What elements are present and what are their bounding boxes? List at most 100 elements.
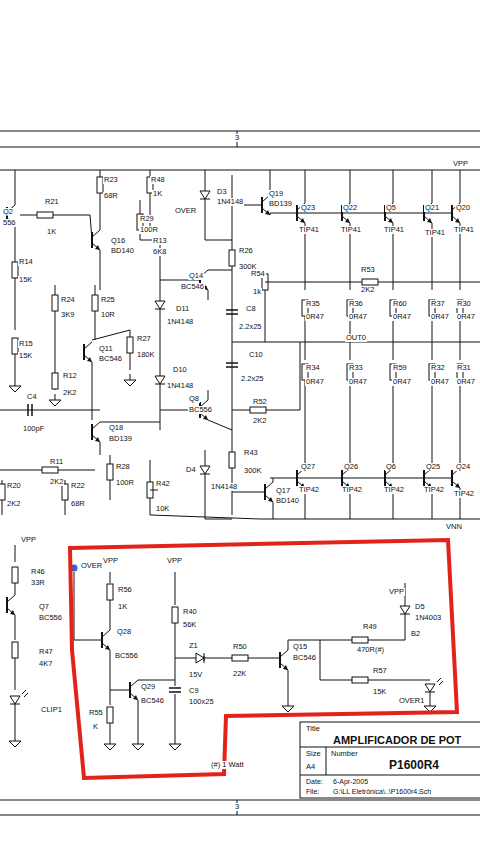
wire xyxy=(0,800,480,801)
part-label: R21 xyxy=(44,198,60,206)
part-label: Q6 xyxy=(385,463,397,471)
ground-symbol xyxy=(104,744,116,750)
transistor-arrow xyxy=(133,695,138,700)
wire xyxy=(205,170,206,240)
part-label: 2K2 xyxy=(360,286,375,294)
part-label: CLIP1 xyxy=(40,706,63,714)
wire xyxy=(226,313,238,315)
wire xyxy=(92,230,100,237)
wire xyxy=(265,482,273,489)
transistor-arrow xyxy=(87,357,92,362)
wire xyxy=(15,225,16,250)
part-label: R40 xyxy=(182,608,198,616)
part-label: 3 xyxy=(234,803,240,811)
wire xyxy=(92,362,93,420)
wire xyxy=(84,342,92,349)
wire xyxy=(130,374,131,380)
wire xyxy=(138,680,175,681)
part-label: R42 xyxy=(155,480,171,488)
wire xyxy=(102,630,110,637)
part-label: R31 xyxy=(456,364,472,372)
part-label: 1K xyxy=(117,603,128,611)
resistor-symbol xyxy=(107,464,113,480)
wire xyxy=(226,362,238,364)
part-label: BC546 xyxy=(180,283,205,291)
part-label: Q27 xyxy=(300,463,316,471)
part-label: 100R xyxy=(115,479,135,487)
part-label: R20 xyxy=(6,482,22,490)
part-label: Q2 xyxy=(2,208,14,216)
part-label: VPP xyxy=(20,536,37,544)
part-label: R57 xyxy=(372,667,388,675)
part-label: Q29 xyxy=(140,683,156,691)
diode-symbol xyxy=(196,653,204,663)
transistor-arrow xyxy=(203,415,208,420)
wire xyxy=(270,213,271,215)
part-label: Q15 xyxy=(292,643,308,651)
part-label: Number xyxy=(330,750,359,758)
wire xyxy=(432,380,433,468)
part-label: OVER1 xyxy=(398,697,425,705)
wire xyxy=(432,170,433,203)
transistor-arrow xyxy=(95,437,100,442)
wire xyxy=(91,424,93,440)
wire xyxy=(95,285,96,340)
part-label: 1N4148 xyxy=(166,318,194,326)
part-label: 0R47 xyxy=(392,313,412,321)
part-label: K xyxy=(92,723,99,731)
ground-symbol xyxy=(169,744,181,750)
part-label: 2K2 xyxy=(62,389,77,397)
part-label: R11 xyxy=(49,458,64,466)
part-label: Q24 xyxy=(455,463,471,471)
part-label: R33 xyxy=(348,364,364,372)
wire xyxy=(92,330,130,340)
wire xyxy=(208,270,232,271)
wire xyxy=(385,216,393,223)
part-label: R36 xyxy=(348,300,364,308)
wire xyxy=(92,422,100,429)
part-label: VPP xyxy=(102,557,119,565)
part-label: Q7 xyxy=(38,603,50,611)
wire xyxy=(200,199,210,200)
part-label: R27 xyxy=(136,335,152,343)
part-label: R22 xyxy=(70,482,86,490)
wire xyxy=(424,216,432,223)
part-label: BC556 xyxy=(188,406,213,414)
wire xyxy=(84,355,92,362)
wire xyxy=(130,693,138,700)
wire xyxy=(452,216,460,223)
part-label: R60 xyxy=(392,300,408,308)
part-label: (#) 1 Watt xyxy=(210,761,245,769)
resistor-symbol xyxy=(0,484,5,500)
resistor-symbol xyxy=(352,637,368,643)
transistor-arrow xyxy=(388,218,393,223)
transistor-arrow xyxy=(95,245,100,250)
wire xyxy=(205,450,206,519)
part-label: VPP xyxy=(166,557,183,565)
wire xyxy=(350,170,351,203)
part-label: 10K xyxy=(155,505,170,513)
title-block xyxy=(300,722,480,798)
wire xyxy=(297,216,305,223)
wire xyxy=(260,519,480,520)
part-label: 2K2 xyxy=(49,478,64,486)
part-label: 0R47 xyxy=(348,378,368,386)
resistor-symbol xyxy=(229,250,235,266)
wire xyxy=(350,380,351,468)
part-label: R55 xyxy=(88,709,104,717)
wire xyxy=(169,691,181,693)
wire xyxy=(288,670,289,700)
part-label: R25 xyxy=(100,296,116,304)
wire xyxy=(100,422,160,423)
part-label: BC556 xyxy=(114,652,139,660)
resistor-symbol xyxy=(232,655,248,661)
diode-symbol xyxy=(200,466,210,474)
wire xyxy=(92,435,100,442)
wire xyxy=(430,692,431,700)
wire xyxy=(15,658,16,690)
part-label: VPP xyxy=(388,588,405,596)
part-label: R54 xyxy=(250,270,266,278)
wire xyxy=(208,420,232,430)
wire xyxy=(92,243,100,250)
part-label: BD140 xyxy=(275,497,300,505)
